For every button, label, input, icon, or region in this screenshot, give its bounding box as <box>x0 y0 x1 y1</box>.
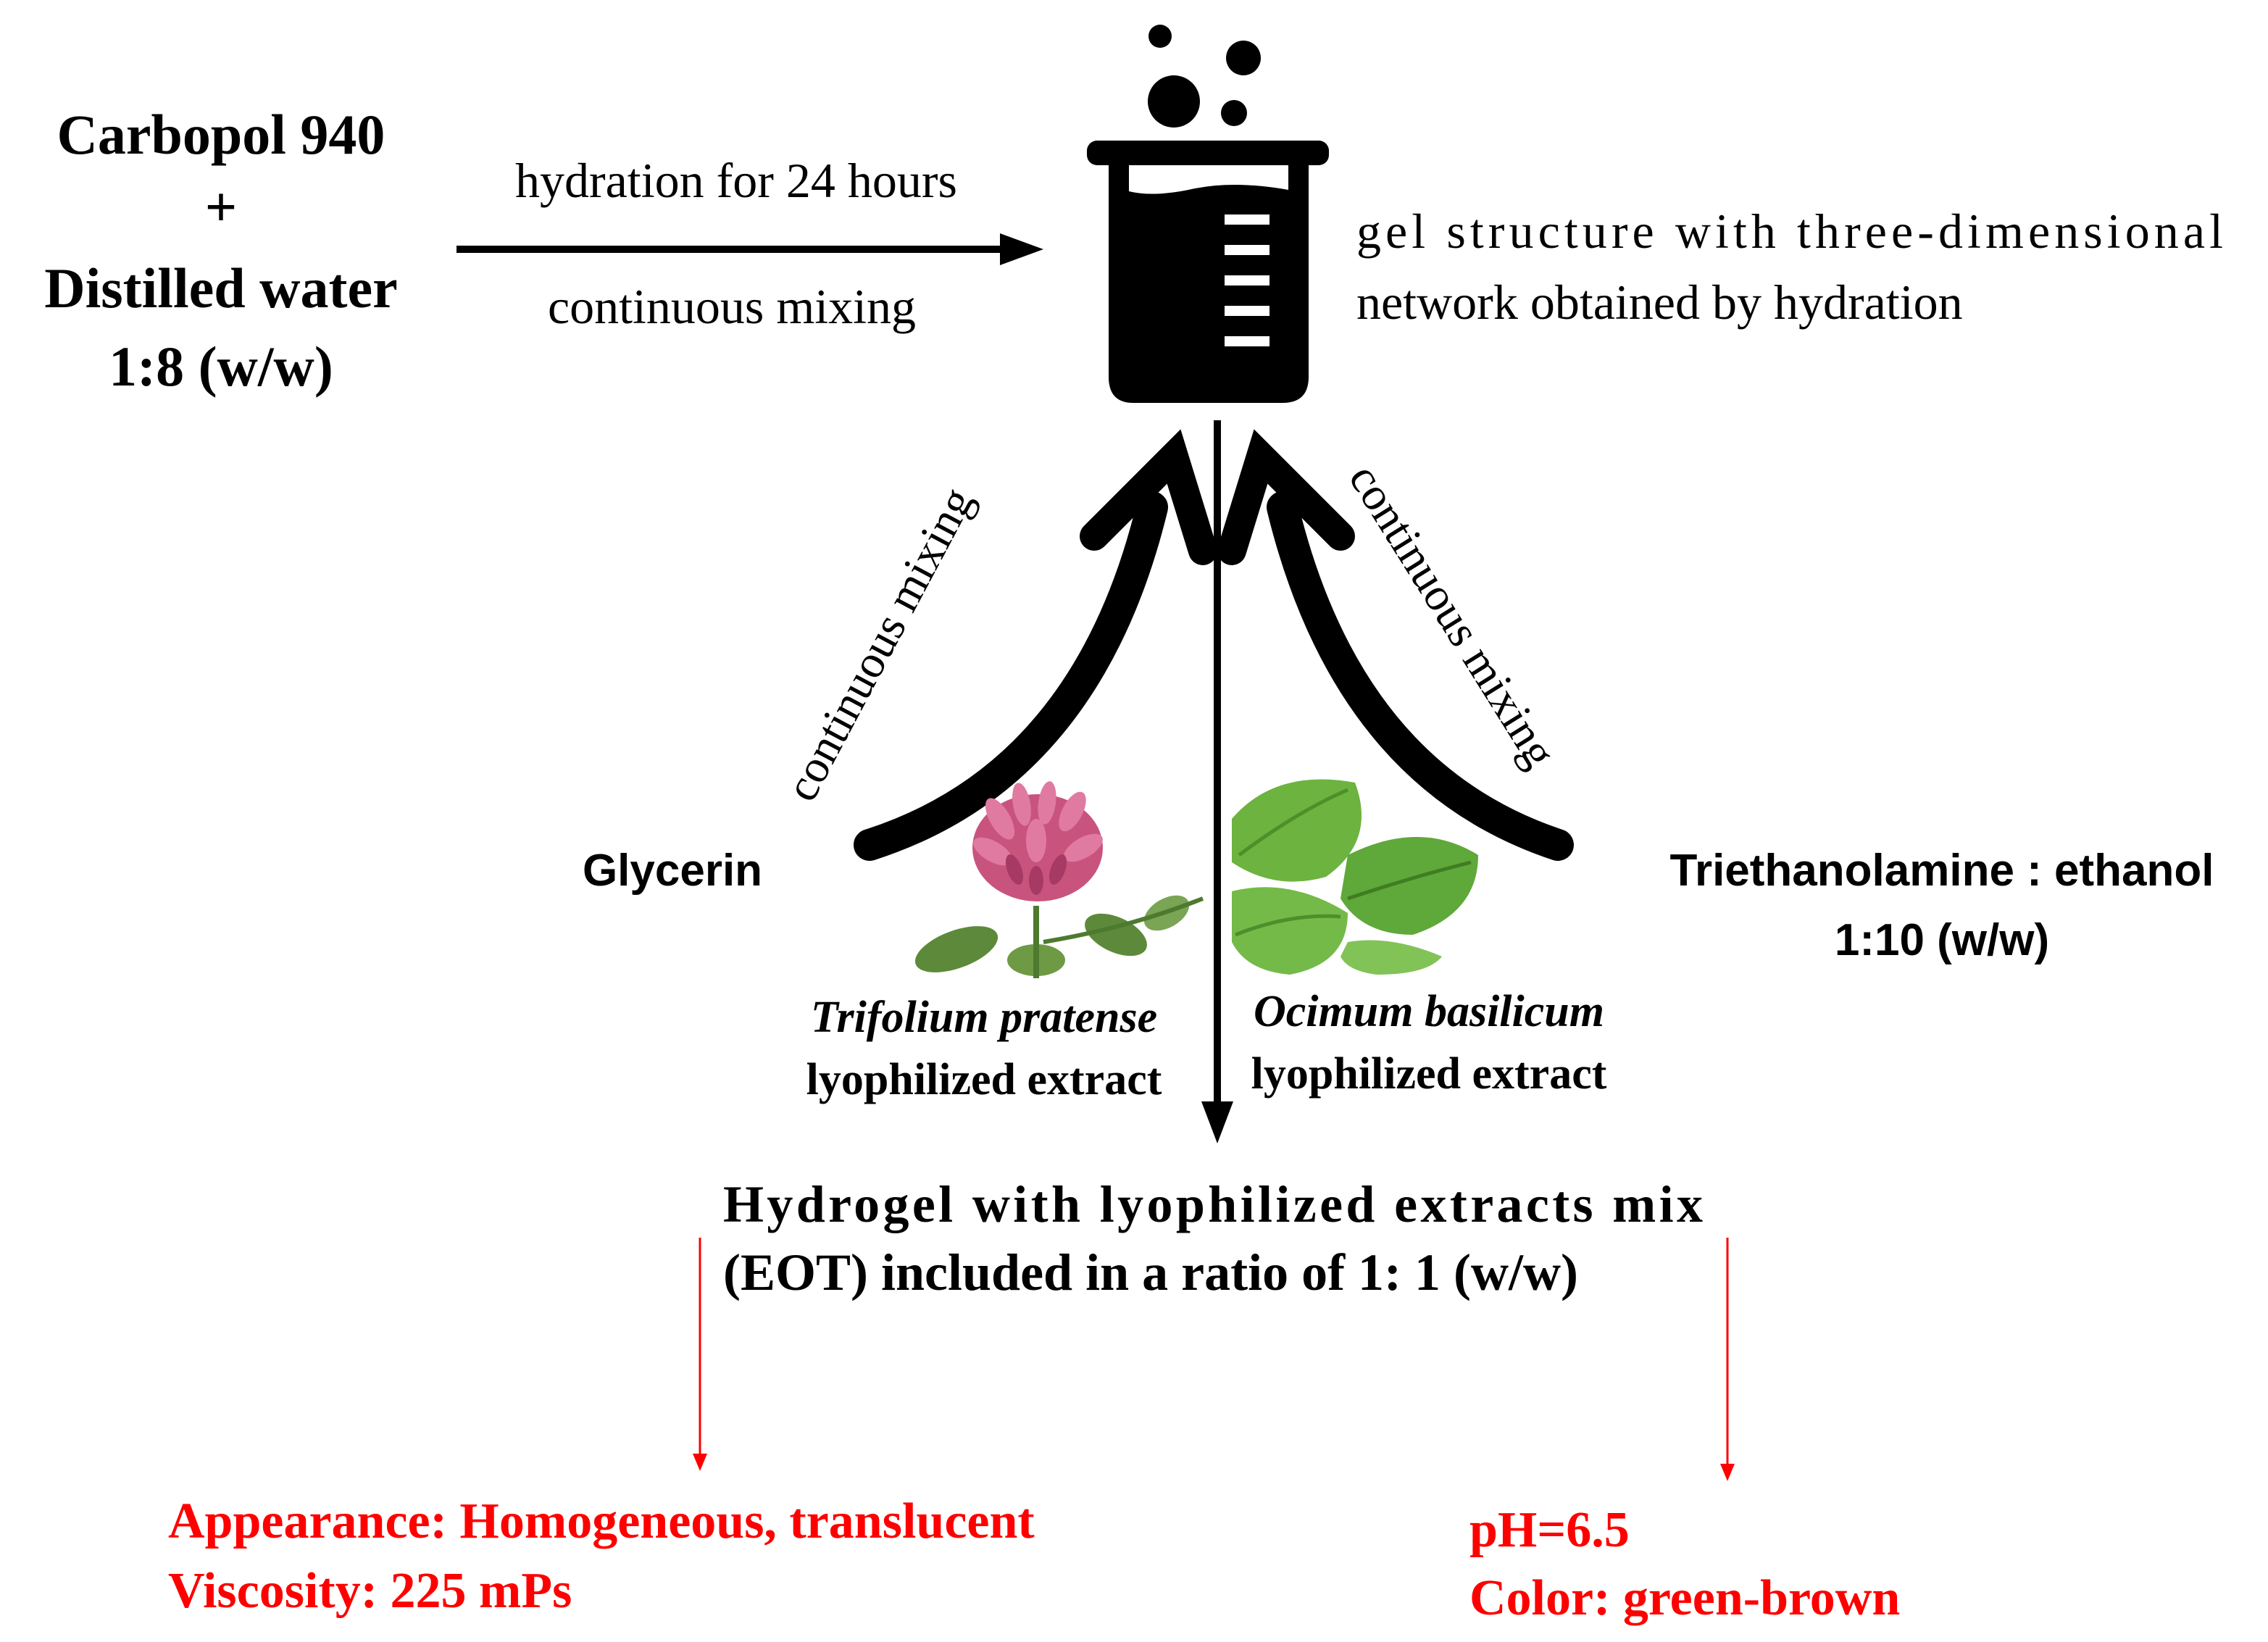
product-block: Hydrogel with lyophilized extracts mix (… <box>723 1175 1703 1301</box>
left-curved-arrow <box>854 429 1217 861</box>
water-label: Distilled water <box>44 257 397 320</box>
color-label: Color: green-brown <box>1469 1570 1900 1626</box>
gel-line-2: network obtained by hydration <box>1356 275 1963 330</box>
carbopol-label: Carbopol 940 <box>57 103 385 166</box>
tea-ratio-label: 1:10 (w/w) <box>1835 915 2049 965</box>
trifolium-desc: lyophilized extract <box>806 1055 1162 1104</box>
left-mixing-label: continuous mixing <box>775 479 983 809</box>
red-arrow-right <box>1720 1238 1735 1481</box>
appearance-label: Appearance: Homogeneous, translucent <box>168 1493 1035 1549</box>
hydration-arrowhead <box>1000 233 1043 265</box>
clover-image <box>914 781 1204 978</box>
trifolium-name: Trifolium pratense <box>811 993 1157 1042</box>
ocimum-name: Ocimum basilicum <box>1254 987 1604 1036</box>
tea-ethanol-label: Triethanolamine : ethanol <box>1670 846 2214 896</box>
hydration-label: hydration for 24 hours <box>515 153 957 208</box>
plus-sign: + <box>205 175 237 238</box>
product-line-1: Hydrogel with lyophilized extracts mix <box>723 1175 1703 1233</box>
input-ratio-label: 1:8 (w/w) <box>109 335 333 398</box>
product-line-2: (EOT) included in a ratio of 1: 1 (w/w) <box>723 1243 1578 1301</box>
ph-label: pH=6.5 <box>1469 1502 1630 1558</box>
beaker-icon <box>1087 25 1329 403</box>
input-block: Carbopol 940 + Distilled water 1:8 (w/w) <box>44 103 397 398</box>
mixing-label-top: continuous mixing <box>548 279 916 334</box>
gel-line-1: gel structure with three-dimensional <box>1356 204 2223 259</box>
viscosity-label: Viscosity: 225 mPs <box>168 1563 572 1619</box>
gel-description: gel structure with three-dimensional net… <box>1356 204 2223 330</box>
left-extract-label: Trifolium pratense lyophilized extract <box>806 993 1162 1104</box>
hydration-step: hydration for 24 hours continuous mixing <box>456 153 1043 334</box>
central-arrow <box>1201 420 1233 1143</box>
basil-image <box>1232 779 1478 975</box>
right-curved-arrow <box>1217 429 1574 861</box>
ocimum-desc: lyophilized extract <box>1251 1049 1607 1099</box>
properties-left: Appearance: Homogeneous, translucent Vis… <box>168 1493 1035 1619</box>
glycerin-label: Glycerin <box>583 846 762 896</box>
properties-right: pH=6.5 Color: green-brown <box>1469 1502 1900 1626</box>
right-extract-label: Ocimum basilicum lyophilized extract <box>1251 987 1607 1099</box>
red-arrow-left <box>693 1238 707 1471</box>
